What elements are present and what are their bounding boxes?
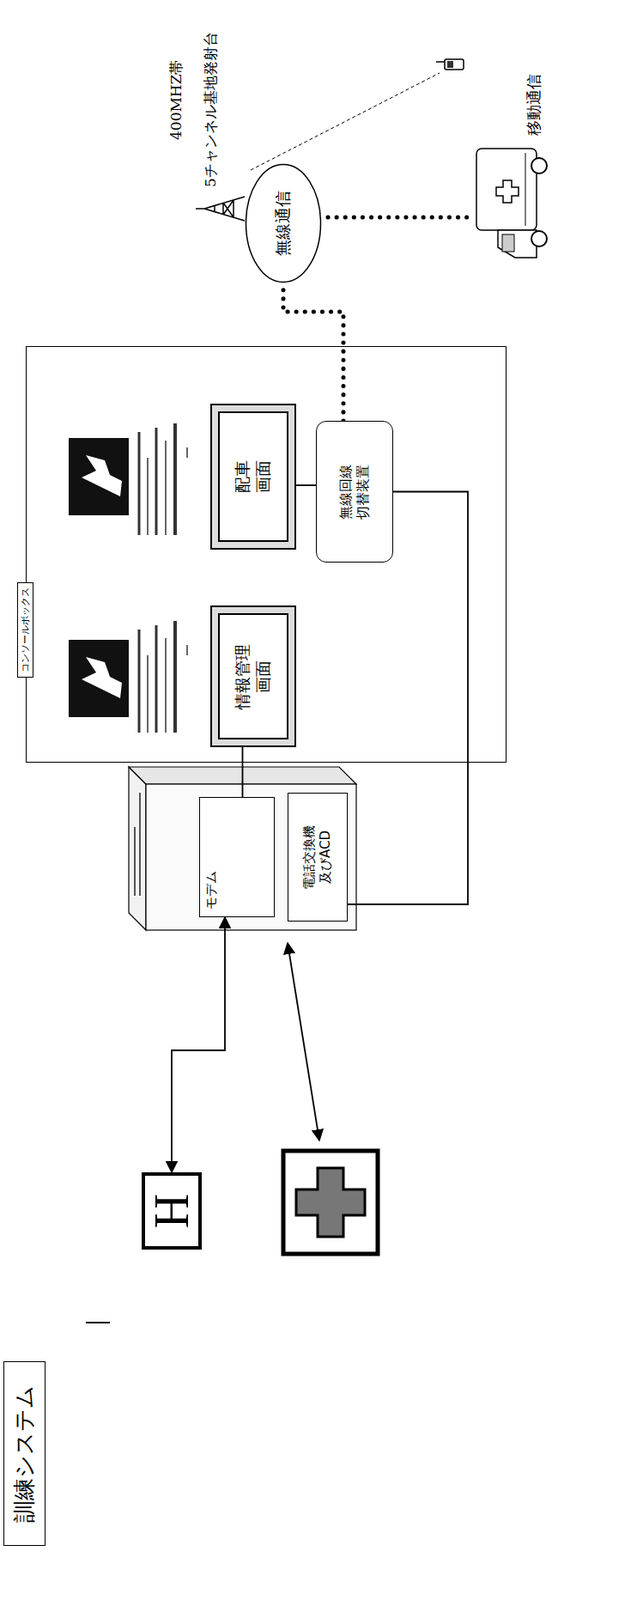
ambulance-body xyxy=(476,148,537,231)
radio-tower xyxy=(195,196,245,221)
clinic-box xyxy=(283,1150,378,1254)
radio-ellipse: 無線通信 xyxy=(244,163,322,284)
station-label: 5チャンネル基地発射台 xyxy=(200,31,221,188)
cabinet-mark xyxy=(133,826,136,896)
screen-line xyxy=(138,431,141,535)
connector xyxy=(296,484,316,486)
screen-line xyxy=(173,620,177,733)
radio-dots xyxy=(327,215,468,220)
screen-line xyxy=(186,447,189,458)
monitor-screen: 情報管理 画面 xyxy=(210,605,297,747)
node-label: H xyxy=(147,1193,196,1228)
node-label: 無線通信 xyxy=(272,190,294,256)
radio-link xyxy=(250,72,440,170)
exchange-drawer: 電話交換機 及びACD xyxy=(287,792,348,922)
screen-line xyxy=(138,629,141,733)
screen-lines xyxy=(139,620,188,733)
system-box: 訓練システム xyxy=(3,1360,46,1546)
ambulance-cross xyxy=(496,180,519,203)
connector xyxy=(283,283,344,421)
mobile-label: 移動通信 xyxy=(523,73,545,136)
ambulance-window xyxy=(502,234,515,252)
link-mark xyxy=(85,1321,110,1323)
screen-lines xyxy=(139,423,188,535)
cabinet-top xyxy=(128,766,146,930)
connector xyxy=(242,746,244,797)
ambulance-wheel xyxy=(531,230,547,247)
ambulance-wheel xyxy=(531,157,547,174)
node-label: 配車 画面 xyxy=(232,450,274,503)
cabinet-mark xyxy=(139,792,141,896)
screen-line xyxy=(186,644,189,656)
monitor-screen: 配車 画面 xyxy=(210,403,297,550)
node-label: 無線回線 切替装置 xyxy=(337,457,372,527)
hospital-box: H xyxy=(141,1171,202,1250)
node-label: 訓練システム xyxy=(10,1384,39,1523)
double-arrow xyxy=(287,942,320,1141)
screen-line xyxy=(155,427,158,535)
phone-screen xyxy=(447,60,454,68)
node-label: 電話交換機 及びACD xyxy=(301,818,334,896)
map-image xyxy=(68,639,129,717)
screen-line xyxy=(164,637,167,733)
screen-line xyxy=(173,423,177,535)
node-label: コンソールボックス xyxy=(17,582,34,678)
screen-line xyxy=(155,624,158,733)
screen-line xyxy=(146,655,149,733)
ellipse-shape xyxy=(246,164,322,283)
map-shape xyxy=(81,656,122,698)
node-label: モデム xyxy=(203,870,220,910)
band-label: 400MHZ帯 xyxy=(166,60,187,141)
cabinet-front xyxy=(145,783,357,930)
medical-cross xyxy=(296,1167,365,1237)
console-frame: コンソールボックス情報管理 画面配車 画面無線回線 切替装置 xyxy=(25,345,507,763)
screen-line xyxy=(146,457,149,535)
modem-drawer: モデム xyxy=(199,796,275,917)
screen-line xyxy=(164,440,167,535)
switch-box: 無線回線 切替装置 xyxy=(315,420,394,563)
map-image xyxy=(68,437,129,516)
phone-antenna xyxy=(436,60,445,63)
mobile-phone xyxy=(444,59,464,70)
ambulance-cab xyxy=(497,230,537,258)
node-label: 情報管理 画面 xyxy=(232,637,274,716)
map-shape xyxy=(81,454,122,497)
connector xyxy=(171,916,225,1172)
ambulance-stripe xyxy=(525,152,527,226)
